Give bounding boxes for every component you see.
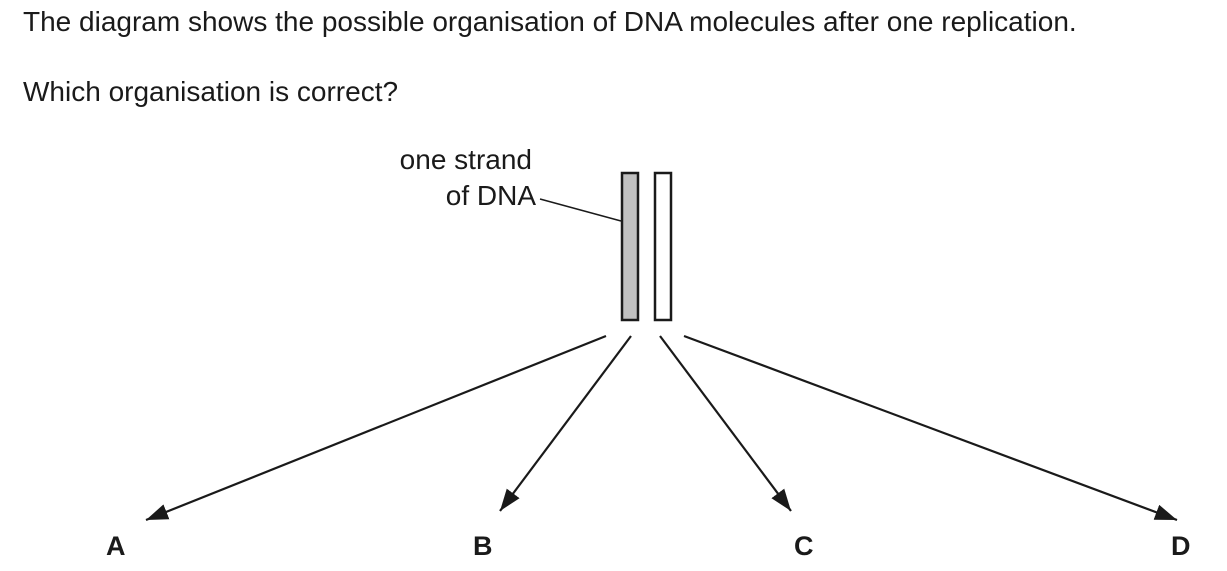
option-b-label: B	[473, 531, 493, 561]
option-d-label: D	[1171, 531, 1191, 561]
shaded-strand	[620, 171, 640, 322]
option-c-label: C	[794, 531, 814, 561]
strand-label-line2: of DNA	[445, 180, 536, 211]
arrow-to-option-c	[659, 335, 792, 512]
arrow-to-option-d	[683, 334, 1178, 522]
unshaded-strand	[653, 171, 673, 322]
question-prompt-text: Which organisation is correct?	[23, 76, 399, 107]
question-intro-text: The diagram shows the possible organisat…	[23, 6, 1077, 37]
arrow-to-option-a	[145, 334, 607, 522]
arrow-to-option-b	[499, 335, 632, 512]
option-a-label: A	[106, 531, 126, 561]
label-leader-line	[539, 198, 622, 222]
strand-label-line1: one strand	[399, 144, 532, 175]
